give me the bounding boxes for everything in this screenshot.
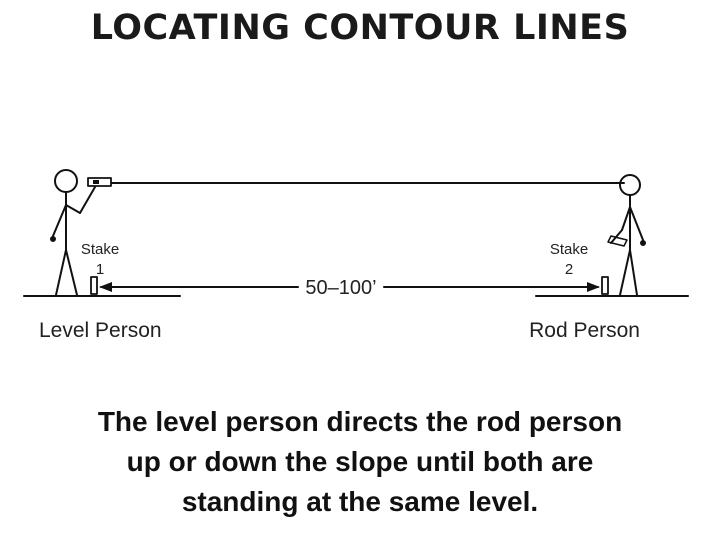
arrowhead-right xyxy=(587,282,600,292)
stake-1-label-line1: Stake xyxy=(81,241,119,258)
caption-line-1: The level person directs the rod person xyxy=(97,406,623,437)
caption-line-2: up or down the slope until both are xyxy=(126,446,594,477)
stake-2-label-line1: Stake xyxy=(550,241,588,258)
rod-level-tool xyxy=(607,235,628,247)
level-person-figure xyxy=(50,169,112,296)
arrowhead-left xyxy=(99,282,112,292)
rod-person-figure xyxy=(607,174,646,296)
caption-line-3: standing at the same level. xyxy=(181,486,539,517)
level-person-label: Level Person xyxy=(39,319,162,342)
page-title: LOCATING CONTOUR LINES xyxy=(90,8,630,48)
caption: The level person directs the rod person … xyxy=(10,402,710,522)
level-person-head xyxy=(54,169,78,193)
stake-1-marker xyxy=(90,276,98,295)
distance-label: 50–100’ xyxy=(305,277,376,299)
stake-2-label-line2: 2 xyxy=(565,261,573,278)
rod-person-head xyxy=(619,174,641,196)
level-instrument xyxy=(87,177,112,187)
stake-1-label-line2: 1 xyxy=(96,261,104,278)
stake-2-marker xyxy=(601,276,609,295)
rod-person-label: Rod Person xyxy=(529,319,640,342)
